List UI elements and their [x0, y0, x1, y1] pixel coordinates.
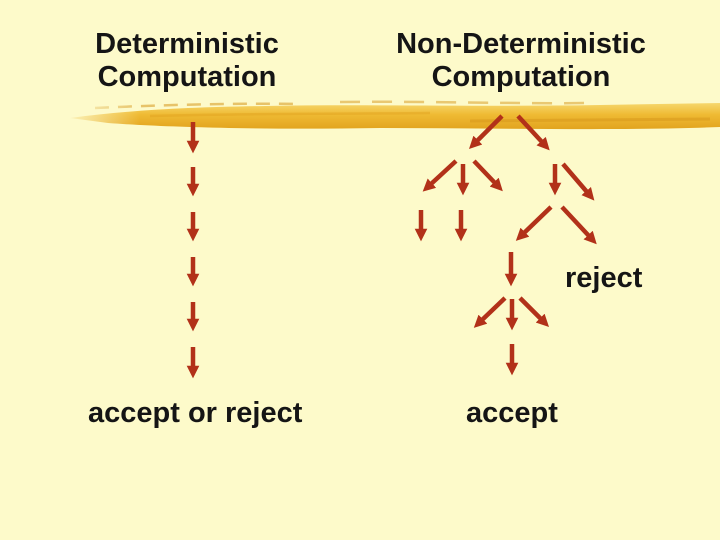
- nondeterministic-tree: [414, 114, 597, 376]
- accept-label: accept: [466, 397, 558, 429]
- reject-label: reject: [565, 262, 643, 294]
- nondeterministic-title-line2: Computation: [431, 61, 611, 93]
- deterministic-result-label: accept or reject: [88, 397, 303, 429]
- branch-arrow: [422, 159, 458, 192]
- branch-arrow: [473, 296, 507, 328]
- deterministic-title-line1: Deterministic: [95, 28, 279, 60]
- deterministic-title: Deterministic Computation: [37, 28, 337, 94]
- deterministic-title-line2: Computation: [97, 61, 277, 93]
- branch-arrow: [561, 162, 595, 201]
- branch-arrow: [516, 114, 550, 151]
- branch-arrow: [518, 296, 550, 328]
- branch-arrow: [515, 205, 553, 241]
- nondeterministic-title-line1: Non-Deterministic: [396, 28, 646, 60]
- branch-arrow: [472, 159, 503, 192]
- branch-arrow: [468, 114, 504, 150]
- nondeterministic-title: Non-Deterministic Computation: [371, 28, 671, 94]
- brush-stroke: [60, 98, 720, 134]
- branch-arrow: [560, 205, 597, 245]
